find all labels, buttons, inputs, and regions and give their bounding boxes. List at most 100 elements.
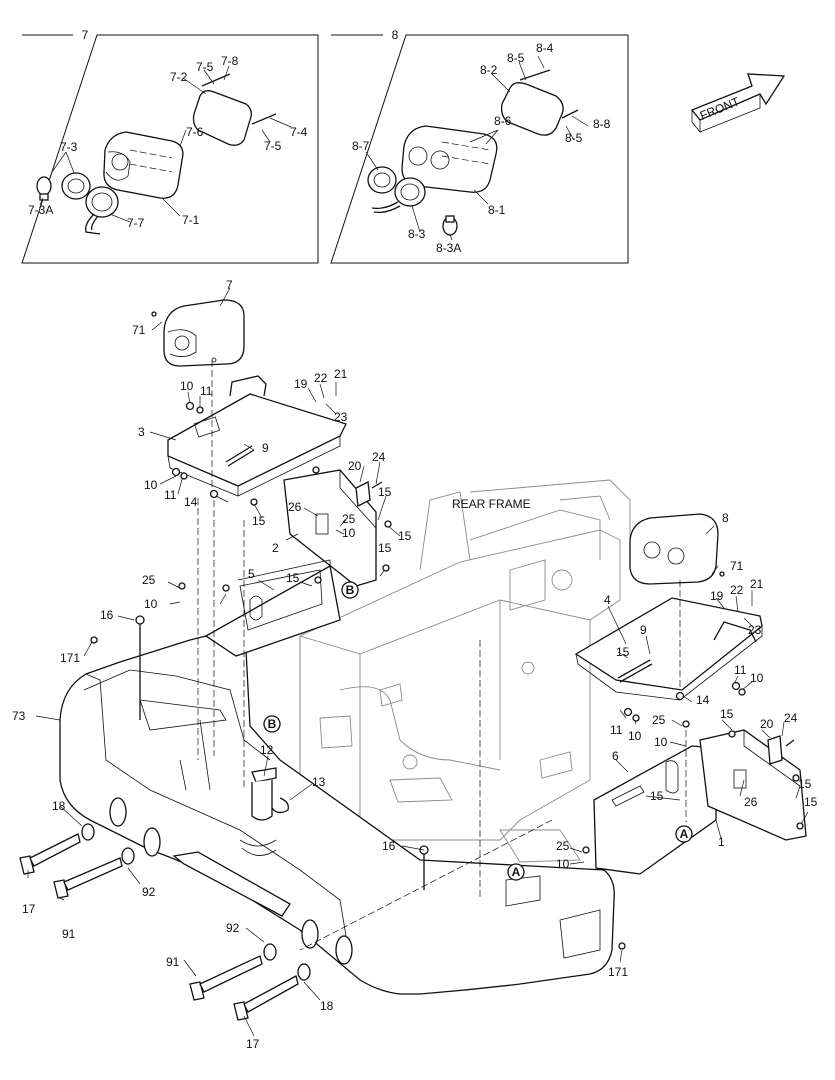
callout-8-2: 8-2 (480, 63, 498, 77)
counterweight-73 (59, 629, 615, 995)
callout-7-5b: 7-5 (264, 139, 282, 153)
front-arrow: FRONT (690, 73, 786, 134)
panel-5 (204, 559, 341, 657)
bolt-17-upper (19, 823, 95, 875)
callout-15-left-a: 15 (252, 514, 266, 528)
callout-92-lower: 92 (226, 921, 240, 935)
callout-5: 5 (248, 567, 255, 581)
callout-8-7: 8-7 (352, 139, 370, 153)
callout-8-main: 8 (722, 511, 729, 525)
callout-8-3A: 8-3A (436, 241, 461, 255)
inset-8: 8 (330, 28, 629, 264)
bracket-1 (699, 729, 807, 841)
callout-16-right: 16 (382, 839, 396, 853)
callout-17-lower: 17 (246, 1037, 260, 1051)
callout-18-lower: 18 (320, 999, 334, 1013)
callout-9-right: 9 (640, 623, 647, 637)
callout-73: 73 (12, 709, 26, 723)
lens-cover-7-2 (192, 90, 252, 146)
callout-21-left: 21 (334, 367, 348, 381)
bolt-91-lower (189, 943, 277, 1001)
callout-23-left: 23 (334, 410, 348, 424)
callout-11-left-b: 11 (164, 488, 177, 502)
inset-8-title: 8 (392, 28, 399, 42)
callout-8-4: 8-4 (536, 41, 554, 55)
fasteners (90, 311, 804, 950)
callout-25-right-a: 25 (652, 713, 666, 727)
callout-25-right-b: 25 (556, 839, 570, 853)
callout-15-right-b: 15 (720, 707, 734, 721)
callout-10-right-a: 10 (750, 671, 764, 685)
callout-8-8: 8-8 (593, 117, 611, 131)
callout-8-1: 8-1 (488, 203, 506, 217)
callout-22-right: 22 (730, 583, 744, 597)
callout-8-5: 8-5 (507, 51, 525, 65)
callout-10-left-c: 10 (342, 526, 356, 540)
callout-20-right: 20 (760, 717, 774, 731)
bulb-7-3A (36, 176, 52, 201)
callout-23-right: 23 (748, 623, 762, 637)
lamp-housing-7-1 (103, 131, 184, 199)
panel-6 (593, 745, 717, 875)
callout-10-right-c: 10 (654, 735, 668, 749)
callout-15-right-c: 15 (798, 777, 812, 791)
callout-15-left-e: 15 (286, 571, 300, 585)
bolt-17-lower (233, 963, 311, 1021)
callout-2: 2 (272, 541, 279, 555)
callout-25-left: 25 (342, 512, 356, 526)
assembly-lines (197, 360, 687, 951)
callout-24-left: 24 (372, 450, 386, 464)
callout-91-lower: 91 (166, 955, 180, 969)
socket-8-3 (371, 177, 426, 214)
callout-21-right: 21 (750, 577, 764, 591)
callout-19-left: 19 (294, 377, 308, 391)
lamp-7-7 (85, 186, 119, 235)
callout-26-left: 26 (288, 500, 302, 514)
callout-171-left: 171 (60, 651, 80, 665)
callout-7-7: 7-7 (127, 216, 145, 230)
callout-11-right-a: 11 (734, 663, 747, 677)
callout-15-left-d: 15 (378, 541, 392, 555)
callout-91-upper: 91 (62, 927, 76, 941)
callout-11-right-b: 11 (610, 723, 623, 737)
callout-9-left: 9 (262, 441, 269, 455)
lamp-housing-7 (163, 299, 245, 367)
lamp-8-7 (367, 166, 397, 194)
callout-18-upper: 18 (52, 799, 66, 813)
lamp-housing-8 (629, 513, 719, 585)
callout-6: 6 (612, 749, 619, 763)
cover-4 (574, 597, 763, 701)
bracket-2 (283, 469, 377, 587)
callout-8-5b: 8-5 (565, 131, 583, 145)
callout-24-right: 24 (784, 711, 798, 725)
callout-7-3A: 7-3A (28, 203, 53, 217)
callout-16-left: 16 (100, 608, 114, 622)
callout-71-left: 71 (132, 323, 146, 337)
svg-text:B: B (268, 717, 277, 731)
callout-22-left: 22 (314, 371, 328, 385)
callout-15-right-d: 15 (650, 789, 664, 803)
inset-7: 7 (21, 28, 319, 264)
callout-10-cw: 10 (144, 597, 158, 611)
callout-7-4: 7-4 (290, 125, 308, 139)
section-marker-b-2: B (263, 715, 281, 733)
callout-10-left-b: 10 (144, 478, 158, 492)
svg-text:B: B (346, 583, 355, 597)
socket-7-3 (61, 172, 91, 200)
callout-26-right: 26 (744, 795, 758, 809)
callout-4: 4 (604, 593, 611, 607)
callout-7-2: 7-2 (170, 70, 188, 84)
lens-cover-8-2 (500, 82, 564, 136)
callout-19-right: 19 (710, 589, 724, 603)
callout-25-cw: 25 (142, 573, 156, 587)
callout-171-right: 171 (608, 965, 628, 979)
svg-text:A: A (680, 827, 689, 841)
callout-12: 12 (260, 743, 274, 757)
callout-15-left-c: 15 (398, 529, 412, 543)
callout-1: 1 (718, 835, 725, 849)
bolt-91-upper (53, 847, 135, 899)
callout-3: 3 (138, 425, 145, 439)
cover-3 (167, 375, 347, 497)
section-marker-a-1: A (675, 825, 693, 843)
callout-14-right: 14 (696, 693, 710, 707)
